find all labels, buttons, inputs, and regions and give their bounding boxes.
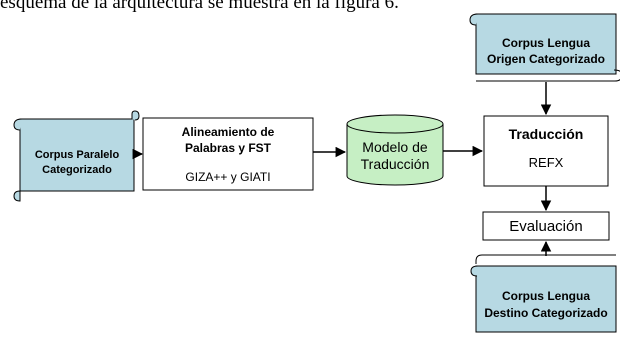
traduccion-node: Traducción REFX: [483, 115, 609, 187]
corpus-paralelo-label-1: Corpus Paralelo: [35, 149, 120, 161]
corpus-origen-label-2: Origen Categorizado: [487, 52, 605, 66]
corpus-paralelo-node: Corpus Paralelo Categorizado: [13, 110, 140, 202]
corpus-origen-label-1: Corpus Lengua: [502, 36, 590, 50]
alineamiento-label-2: Palabras y FST: [185, 141, 272, 155]
modelo-label-1: Modelo de: [362, 139, 428, 155]
evaluacion-node: Evaluación: [482, 211, 610, 241]
alineamiento-sub-label: GIZA++ y GIATI: [185, 170, 270, 184]
alineamiento-label-1: Alineamiento de: [182, 125, 275, 139]
corpus-destino-label-1: Corpus Lengua: [502, 289, 590, 303]
corpus-destino-node: Corpus Lengua Destino Categorizado: [470, 254, 617, 333]
traduccion-sub-label: REFX: [529, 155, 564, 170]
alineamiento-node: Alineamiento de Palabras y FST GIZA++ y …: [142, 117, 314, 191]
corpus-origen-node: Corpus Lengua Origen Categorizado: [469, 13, 620, 82]
caption-text: esquema de la arquitectura se muestra en…: [0, 0, 399, 13]
modelo-traduccion-node: Modelo de Traducción: [346, 114, 444, 186]
corpus-destino-label-2: Destino Categorizado: [484, 306, 607, 320]
evaluacion-label: Evaluación: [509, 218, 582, 235]
traduccion-label: Traducción: [509, 126, 584, 142]
modelo-label-2: Traducción: [361, 156, 430, 172]
corpus-paralelo-label-2: Categorizado: [42, 164, 112, 176]
